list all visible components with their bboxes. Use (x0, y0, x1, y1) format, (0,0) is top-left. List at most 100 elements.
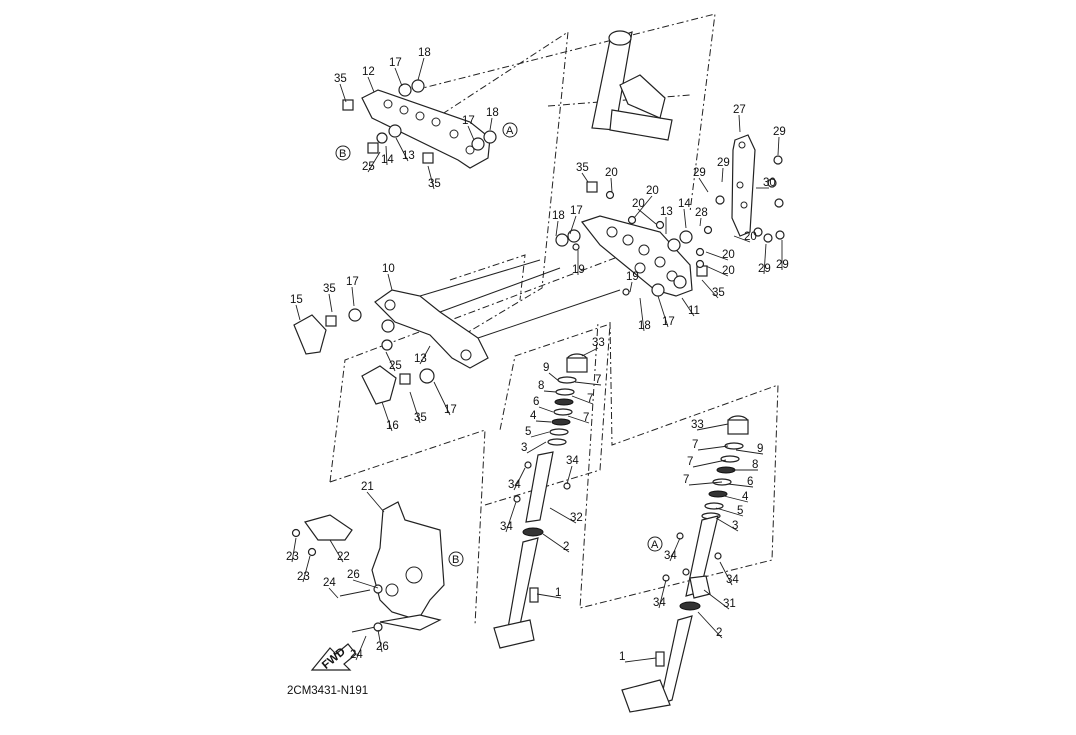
callout-c31: 31 (723, 598, 736, 610)
leader-line-c34e (719, 561, 733, 586)
leader-line-c13c (419, 345, 431, 365)
callout-c4b: 4 (742, 491, 749, 503)
leader-line-c25b (385, 351, 396, 372)
callout-c2b: 2 (716, 627, 722, 639)
reference-markers: A B B A (335, 122, 663, 567)
leader-line-c8a (543, 390, 557, 393)
leader-line-c14a (385, 145, 388, 166)
callout-c20b: 20 (646, 185, 659, 197)
leader-line-c34d (669, 537, 681, 562)
callout-c1a: 1 (555, 587, 561, 599)
leader-line-c26a (352, 579, 379, 589)
diagram-code: 2CM3431-N191 (287, 685, 368, 697)
callout-c33b: 33 (691, 419, 704, 431)
ref-circle-a-lower (647, 536, 663, 552)
callout-c7a: 7 (595, 374, 601, 386)
leader-line-c29a (777, 136, 780, 156)
leader-line-c17b (467, 125, 475, 141)
leader-line-c29b (698, 177, 709, 193)
leader-line-c14b (683, 208, 687, 229)
callout-c17e: 17 (346, 276, 359, 288)
leader-line-c18d (639, 297, 645, 332)
callout-c19b: 19 (626, 271, 639, 283)
leader-line-c35f (409, 391, 421, 424)
callout-c29e: 29 (776, 259, 789, 271)
callout-c30: 30 (763, 177, 776, 189)
leader-line-c3a (526, 441, 547, 454)
callout-c6b: 6 (747, 476, 753, 488)
ref-b-lower: B (452, 554, 459, 566)
leader-line-c17f (433, 381, 451, 416)
leader-line-c1b (624, 657, 657, 663)
callout-c34d: 34 (664, 550, 677, 562)
leader-line-c17a (394, 67, 403, 87)
leader-line-c6b (727, 483, 754, 488)
callout-c7c: 7 (583, 412, 589, 424)
leader-line-c7d (697, 445, 729, 451)
leader-line-c22 (329, 539, 344, 563)
leader-line-c20b (633, 195, 653, 219)
leader-line-c32 (549, 507, 577, 524)
upper-bracket-12 (342, 79, 497, 169)
ref-circle-b-lower (448, 551, 464, 567)
leader-line-c24b (355, 635, 367, 661)
callout-c35e: 35 (323, 283, 336, 295)
leader-line-c13a (395, 137, 409, 162)
callout-c14a: 14 (381, 154, 394, 166)
callout-c35b: 35 (428, 178, 441, 190)
arm-assembly-10 (293, 259, 621, 405)
leader-line-c28 (699, 217, 702, 227)
leader-line-c18b (489, 117, 493, 131)
callout-c34c: 34 (500, 521, 513, 533)
leader-line-c7a (574, 381, 602, 386)
leader-line-c17d (657, 295, 669, 328)
callout-c35d: 35 (712, 287, 725, 299)
leader-line-c35d (701, 279, 719, 299)
leader-line-c2a (542, 533, 570, 553)
leader-line-c20c (637, 208, 657, 225)
leader-line-c24a (328, 587, 339, 599)
leader-line-c31 (703, 589, 730, 610)
leader-line-c5b (715, 507, 744, 517)
callout-c34b: 34 (566, 455, 579, 467)
callout-c20d: 20 (744, 231, 757, 243)
callout-c29a: 29 (773, 126, 786, 138)
callout-c26b: 26 (376, 641, 389, 653)
callout-c29d: 29 (758, 263, 771, 275)
callout-c12: 12 (362, 66, 375, 78)
callout-c11: 11 (688, 305, 700, 317)
leader-line-c7e (692, 459, 727, 468)
callout-c18a: 18 (418, 47, 431, 59)
callout-c20c: 20 (632, 198, 645, 210)
leader-line-c7c (567, 415, 590, 424)
callout-c18c: 18 (552, 210, 565, 222)
leader-line-c11 (681, 297, 695, 317)
callout-c35c: 35 (576, 162, 589, 174)
callout-c19a: 19 (572, 264, 585, 276)
callout-c9a: 9 (543, 362, 549, 374)
stem-column-left (493, 353, 588, 649)
leader-line-c15 (295, 304, 301, 321)
callout-c7b: 7 (587, 393, 593, 405)
leader-line-c9a (548, 372, 561, 383)
leader-line-c7b (571, 395, 594, 405)
callout-c17f: 17 (444, 404, 457, 416)
leader-line-c18a (417, 57, 425, 81)
callout-c20a: 20 (605, 167, 618, 179)
callout-c24a: 24 (323, 577, 336, 589)
callout-c7f: 7 (683, 474, 689, 486)
callout-c29c: 29 (717, 157, 730, 169)
leader-line-c17e (351, 286, 355, 307)
ref-circle-b-upper (335, 145, 351, 161)
callout-c3b: 3 (732, 520, 738, 532)
callout-c17b: 17 (462, 115, 475, 127)
callout-c16: 16 (386, 420, 399, 432)
callout-c4a: 4 (530, 410, 537, 422)
leader-lines (291, 57, 783, 663)
callout-c1b: 1 (619, 651, 625, 663)
callout-c24b: 24 (350, 649, 363, 661)
leader-line-c33a (581, 347, 599, 357)
callout-c26a: 26 (347, 569, 360, 581)
leader-line-c34b (566, 465, 573, 485)
